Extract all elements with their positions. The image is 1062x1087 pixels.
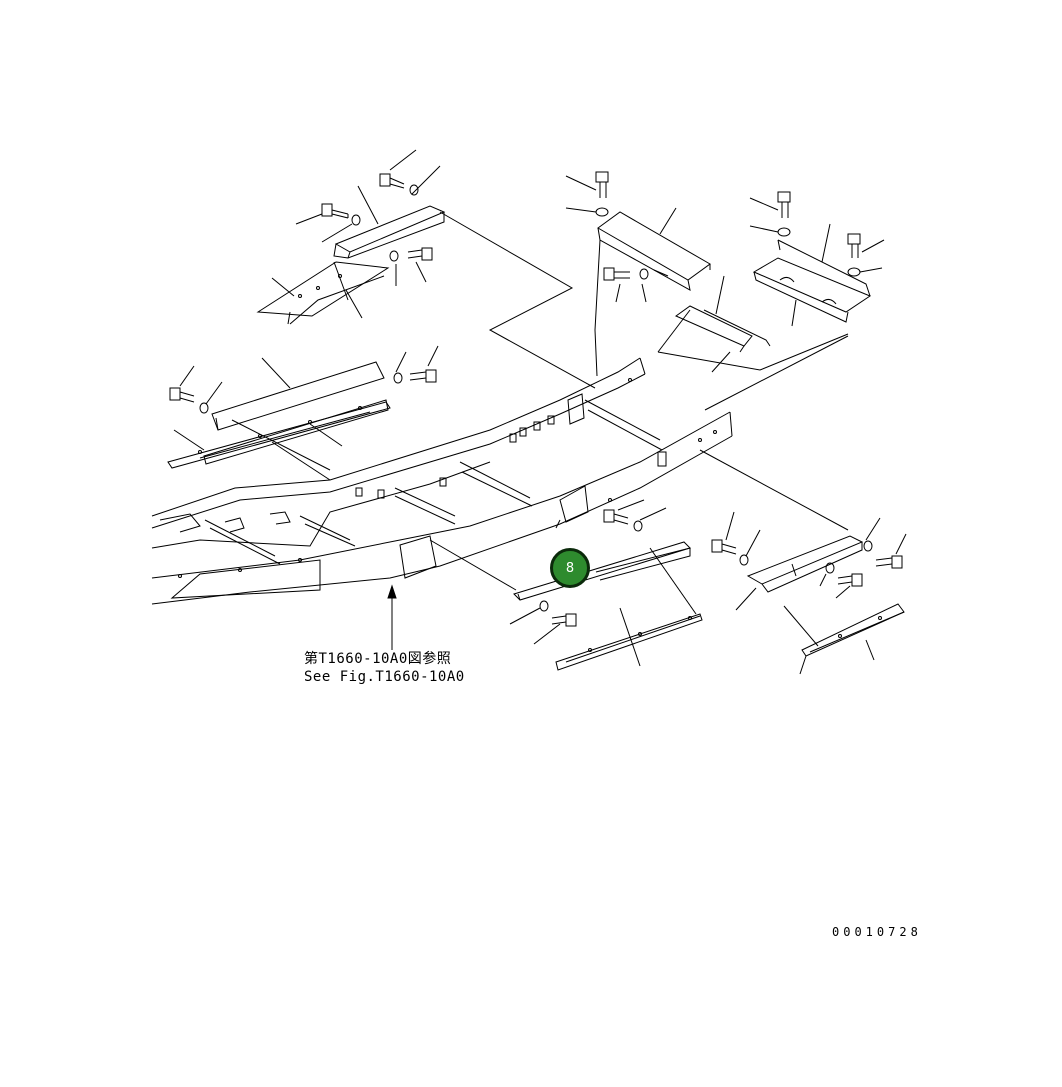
- main-frame: [151, 357, 733, 605]
- bolt-icon: [595, 171, 609, 198]
- washer-icon: [633, 520, 643, 532]
- bolt-icon: [777, 191, 791, 218]
- bolt-icon: [847, 233, 861, 258]
- part-callout-8[interactable]: 8: [550, 548, 590, 588]
- washer-icon: [847, 267, 861, 277]
- callout-label: 8: [565, 560, 575, 576]
- bolt-icon: [379, 173, 405, 189]
- reference-note-english: See Fig.T1660-10A0: [304, 669, 465, 685]
- washer-icon: [351, 214, 361, 226]
- washer-icon: [389, 250, 399, 262]
- bolt-icon: [407, 247, 433, 261]
- bolt-icon: [551, 613, 577, 627]
- left-middle-bracket-assembly: [167, 345, 439, 469]
- washer-icon: [595, 207, 609, 217]
- bolt-icon: [409, 369, 437, 383]
- top-center-cover-assembly: [565, 171, 771, 373]
- washer-icon: [393, 372, 403, 384]
- reference-note: 第T1660-10A0図参照 See Fig.T1660-10A0: [304, 650, 465, 686]
- washer-icon: [539, 600, 549, 612]
- drawing-number: 00010728: [832, 925, 922, 939]
- bottom-right-bracket-assembly: [711, 511, 907, 675]
- bolt-icon: [837, 573, 863, 587]
- top-right-cover-assembly: [749, 191, 885, 327]
- bolt-icon: [711, 539, 737, 555]
- bolt-icon: [169, 387, 195, 403]
- leader-lines: [231, 211, 849, 650]
- top-left-bracket-assembly: [256, 149, 446, 325]
- washer-icon: [863, 540, 873, 552]
- reference-note-japanese: 第T1660-10A0図参照: [304, 651, 452, 667]
- washer-icon: [409, 184, 419, 196]
- bolt-icon: [603, 267, 630, 281]
- bolt-icon: [603, 509, 629, 525]
- washer-icon: [777, 227, 791, 237]
- bolt-icon: [321, 203, 349, 219]
- washer-icon: [825, 562, 835, 574]
- washer-icon: [199, 402, 209, 414]
- bottom-center-bracket-assembly: [509, 499, 703, 671]
- washer-icon: [739, 554, 749, 566]
- washer-icon: [639, 268, 649, 280]
- bolt-icon: [875, 555, 903, 569]
